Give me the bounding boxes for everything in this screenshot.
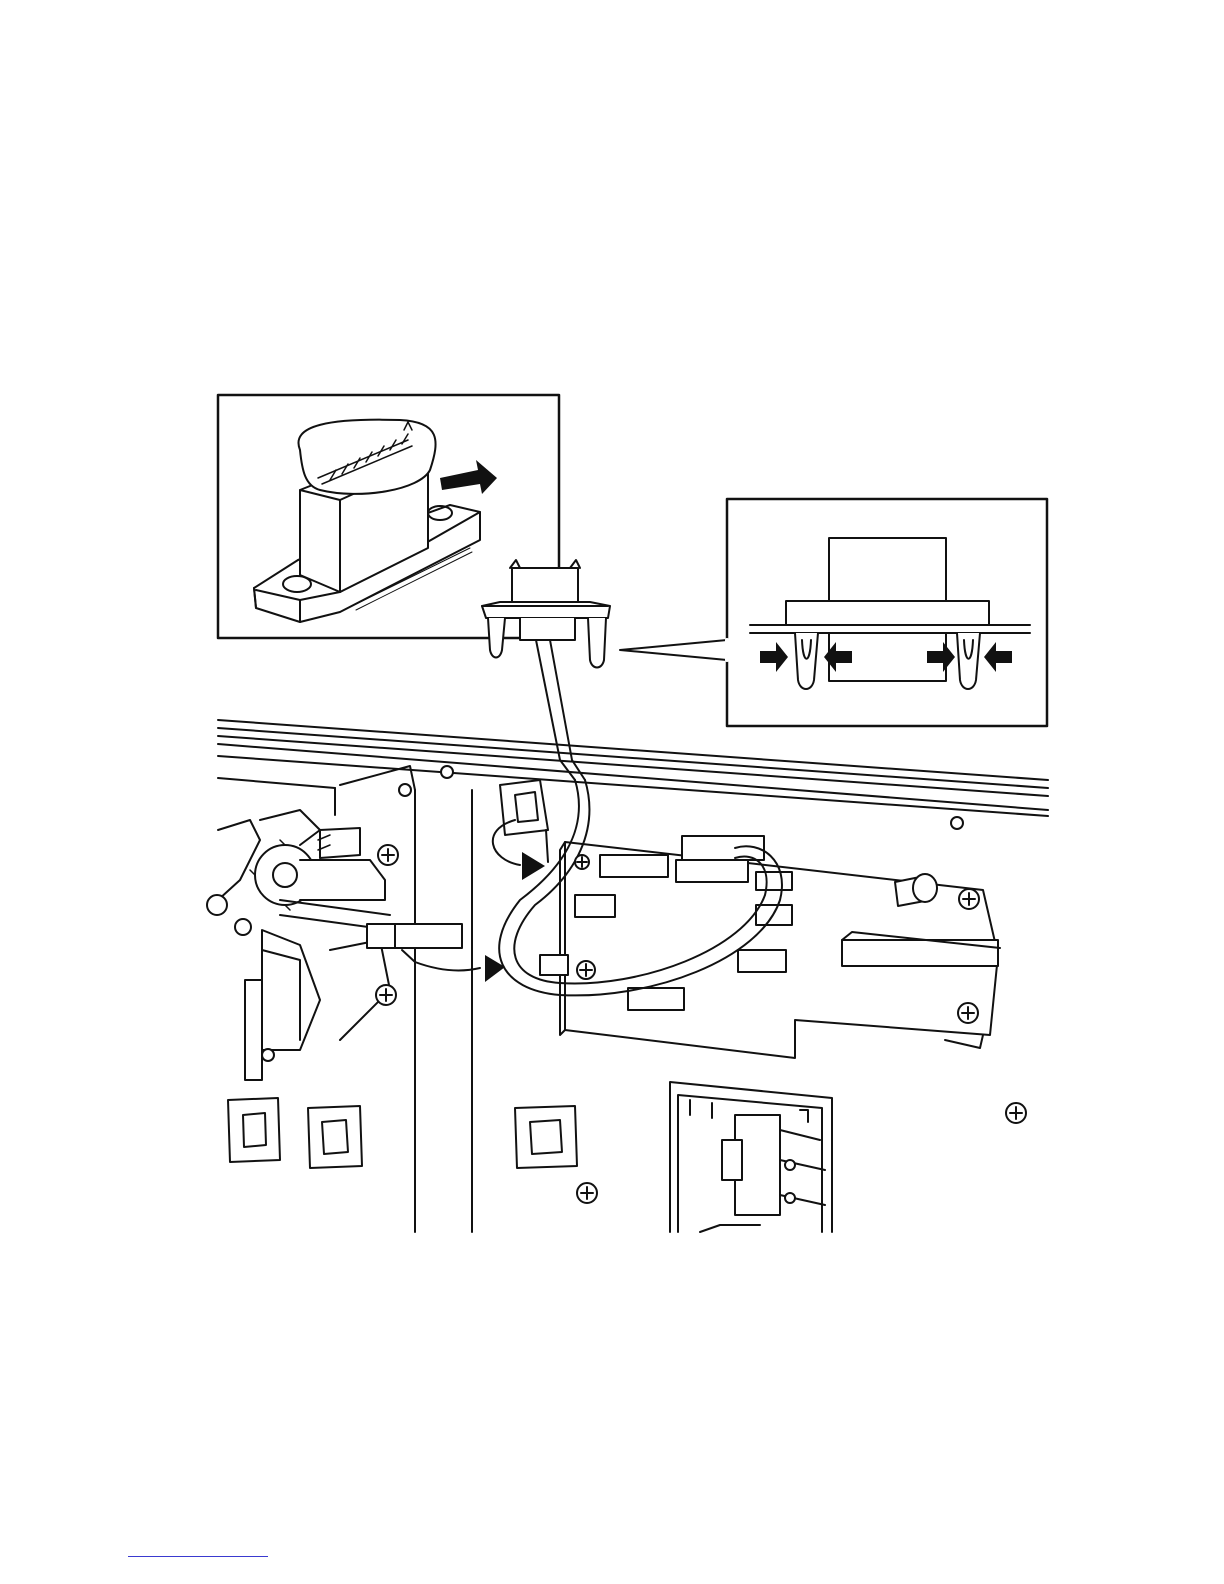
footer-link-underline [128,1556,268,1557]
circuit-board [540,836,1000,1058]
gear-mechanism [207,810,480,1080]
lower-bracket [670,1082,832,1232]
clip-release-inset [620,499,1047,726]
top-frame-rail [218,720,1048,816]
